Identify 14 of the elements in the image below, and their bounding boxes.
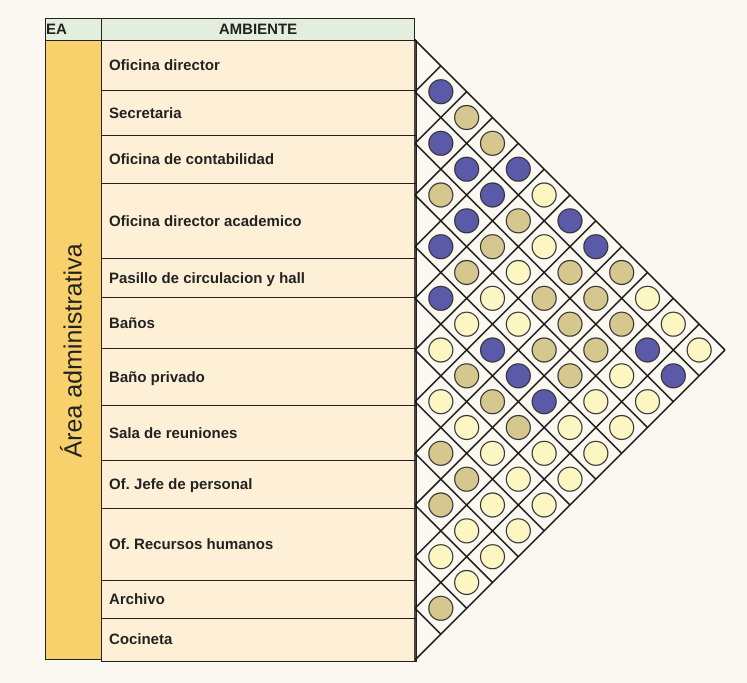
room-name-cell: Archivo xyxy=(101,580,416,620)
room-name-cell: Secretaria xyxy=(101,90,416,136)
room-name-cell: Of. Jefe de personal xyxy=(101,460,416,510)
room-name-cell: Baño privado xyxy=(101,348,416,406)
column-header: AMBIENTE xyxy=(101,18,415,42)
room-name-cell: Of. Recursos humanos xyxy=(101,508,416,582)
room-name-cell: Oficina director xyxy=(101,40,416,92)
room-name-cell: Cocineta xyxy=(101,618,416,662)
room-name-cell: Oficina director academico xyxy=(101,183,416,260)
room-name-cell: Baños xyxy=(101,297,416,350)
room-name-cell: Pasillo de circulacion y hall xyxy=(101,258,416,298)
room-name-cell: Oficina de contabilidad xyxy=(101,135,416,184)
area-label: Área administrativa xyxy=(60,243,88,457)
room-name-cell: Sala de reuniones xyxy=(101,405,416,462)
